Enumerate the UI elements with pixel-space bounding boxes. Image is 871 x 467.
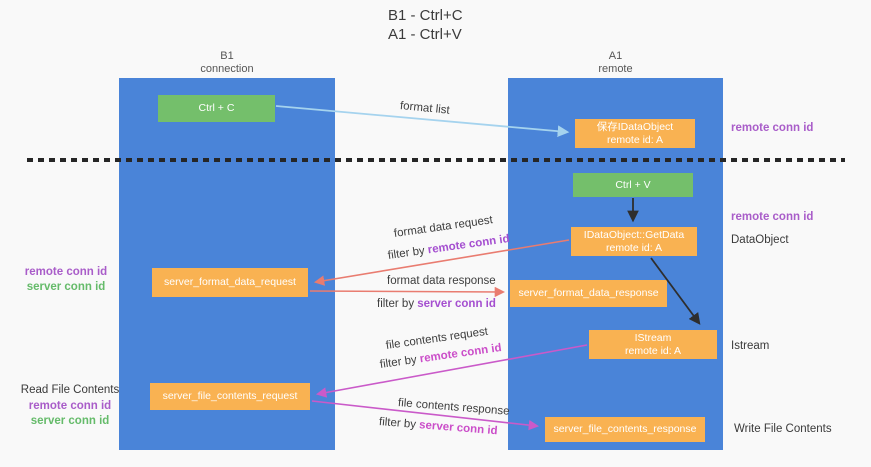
node-ctrl-v-label: Ctrl + V — [615, 178, 651, 191]
node-server-file-contents-response-label: server_file_contents_response — [553, 423, 697, 436]
filter-id-server-conn-id: server conn id — [417, 298, 496, 310]
lifeline-a1-name: A1 — [608, 50, 623, 62]
node-server-format-data-response: server_format_data_response — [510, 280, 667, 307]
node-istream-line1: IStream — [634, 332, 672, 344]
node-istream: IStream remote id: A — [589, 330, 717, 359]
node-server-file-contents-request: server_file_contents_request — [150, 383, 310, 410]
node-ctrl-c-label: Ctrl + C — [198, 102, 235, 115]
edge-label-file-contents-response: file contents response — [397, 397, 511, 418]
arrow-format-data-response — [309, 286, 506, 298]
node-server-file-contents-response: server_file_contents_response — [545, 417, 705, 442]
filter-prefix: filter by — [387, 244, 429, 262]
edge-label-format-data-response: format data response — [387, 275, 496, 287]
side-label-group-conn-ids-1: remote conn id server conn id — [20, 265, 112, 295]
node-ctrl-c: Ctrl + C — [158, 95, 275, 122]
filter-prefix: filter by — [378, 416, 420, 432]
side-label-left-server-conn-id-2: server conn id — [30, 415, 110, 427]
side-label-remote-conn-id-top: remote conn id — [731, 122, 814, 134]
lifeline-a1-role: remote — [598, 63, 633, 75]
filter-id-server-conn-id: server conn id — [418, 419, 498, 438]
edge-label-filter-by-server-conn-id-1: filter by server conn id — [377, 298, 496, 310]
node-save-idataobject-line2: remote id: A — [606, 133, 664, 146]
side-label-left-server-conn-id-1: server conn id — [26, 281, 106, 293]
node-save-idataobject-line1: 保存IDataObject — [596, 121, 674, 133]
lifeline-b1-name: B1 — [220, 50, 234, 62]
node-istream-line2: remote id: A — [624, 344, 682, 357]
side-label-dataobject: DataObject — [731, 234, 789, 246]
node-idataobject-getdata: IDataObject::GetData remote id: A — [571, 227, 697, 256]
node-save-idataobject: 保存IDataObject remote id: A — [575, 119, 695, 148]
node-server-format-data-request-label: server_format_data_request — [164, 276, 296, 289]
side-label-read-file-contents: Read File Contents — [20, 384, 120, 396]
filter-prefix: filter by — [377, 298, 418, 310]
filter-prefix: filter by — [379, 353, 421, 371]
lifeline-b1-header: B1 connection — [119, 50, 335, 76]
side-label-left-remote-conn-id-1: remote conn id — [24, 266, 108, 278]
node-server-format-data-response-label: server_format_data_response — [518, 287, 659, 300]
edge-label-format-data-request: format data request — [393, 214, 494, 240]
filter-id-remote-conn-id: remote conn id — [427, 232, 511, 257]
side-label-write-file-contents: Write File Contents — [734, 423, 832, 435]
phase-separator-dashed-line — [27, 158, 845, 162]
title-line-2: A1 - Ctrl+V — [388, 26, 462, 43]
lifeline-b1-role: connection — [200, 63, 254, 75]
side-label-left-remote-conn-id-2: remote conn id — [28, 400, 112, 412]
side-label-istream: Istream — [731, 340, 770, 352]
edge-label-filter-by-server-conn-id-2: filter by server conn id — [379, 416, 498, 437]
node-idataobject-getdata-line2: remote id: A — [605, 241, 663, 254]
side-label-remote-conn-id-mid: remote conn id — [731, 211, 814, 223]
node-ctrl-v: Ctrl + V — [573, 173, 693, 197]
side-label-group-conn-ids-2: remote conn id server conn id — [18, 399, 122, 429]
node-server-file-contents-request-label: server_file_contents_request — [162, 390, 298, 403]
title-line-1: B1 - Ctrl+C — [388, 7, 463, 24]
lifeline-a1-header: A1 remote — [508, 50, 723, 76]
node-server-format-data-request: server_format_data_request — [152, 268, 308, 297]
edge-label-format-list: format list — [399, 100, 451, 117]
node-idataobject-getdata-line1: IDataObject::GetData — [583, 229, 685, 241]
diagram-title: B1 - Ctrl+C A1 - Ctrl+V — [388, 6, 463, 44]
